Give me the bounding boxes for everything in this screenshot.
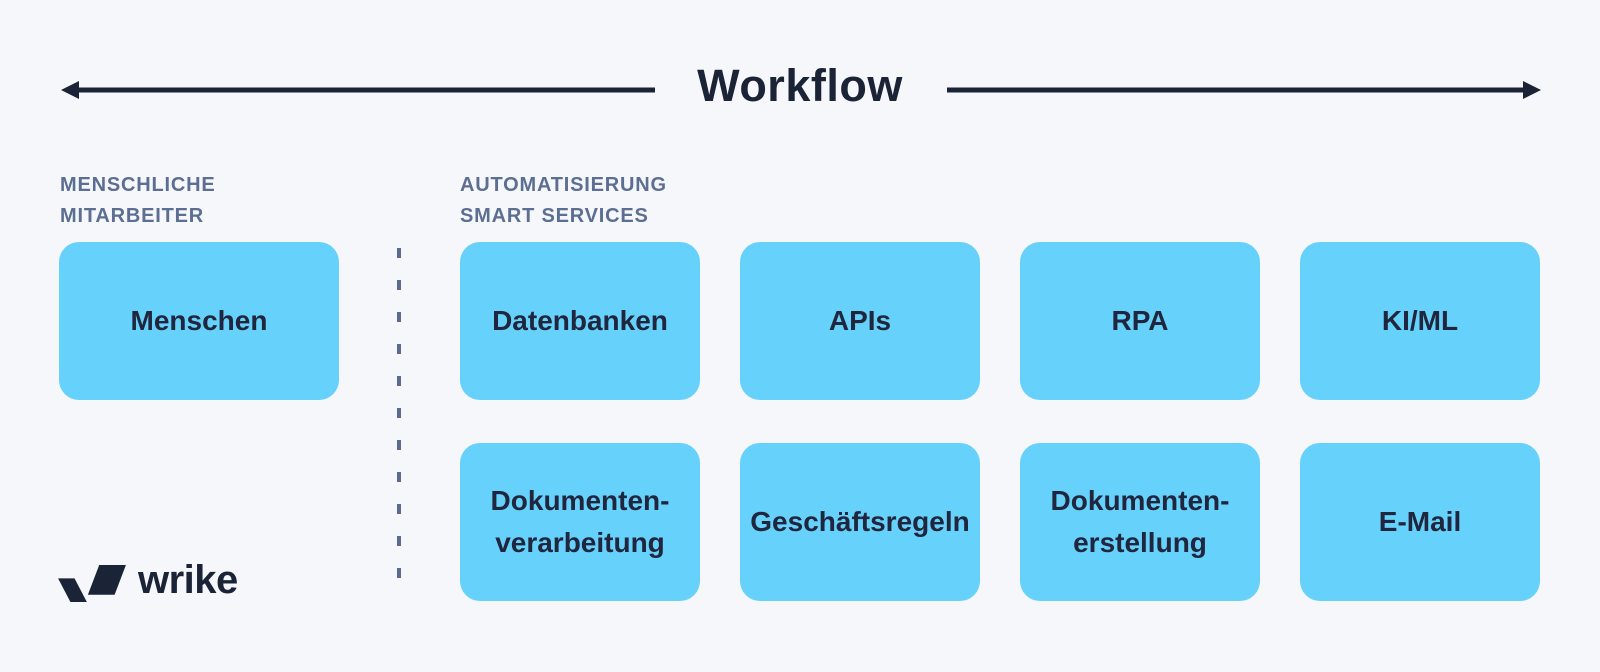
box-ki-ml: KI/ML: [1300, 242, 1540, 400]
box-geschaeftsregeln: Geschäftsregeln: [740, 443, 980, 601]
box-dokumentenverarbeitung: Dokumenten- verarbeitung: [460, 443, 700, 601]
arrow-left-icon: [61, 81, 655, 99]
wrike-logo: wrike: [58, 558, 238, 603]
box-dokumentenerstellung: Dokumenten- erstellung: [1020, 443, 1260, 601]
wrike-logo-text: wrike: [138, 558, 238, 602]
box-rpa: RPA: [1020, 242, 1260, 400]
page-title: Workflow: [697, 60, 903, 111]
heading-automatisierung-smart-services: AUTOMATISIERUNG SMART SERVICES: [460, 174, 667, 227]
heading-menschliche-mitarbeiter: MENSCHLICHE MITARBEITER: [60, 174, 216, 227]
wrike-check-icon: [58, 565, 126, 602]
box-email: E-Mail: [1300, 443, 1540, 601]
arrow-right-icon: [947, 81, 1541, 99]
box-datenbanken: Datenbanken: [460, 242, 700, 400]
box-apis: APIs: [740, 242, 980, 400]
box-menschen: Menschen: [59, 242, 339, 400]
dashed-divider: [397, 248, 401, 594]
